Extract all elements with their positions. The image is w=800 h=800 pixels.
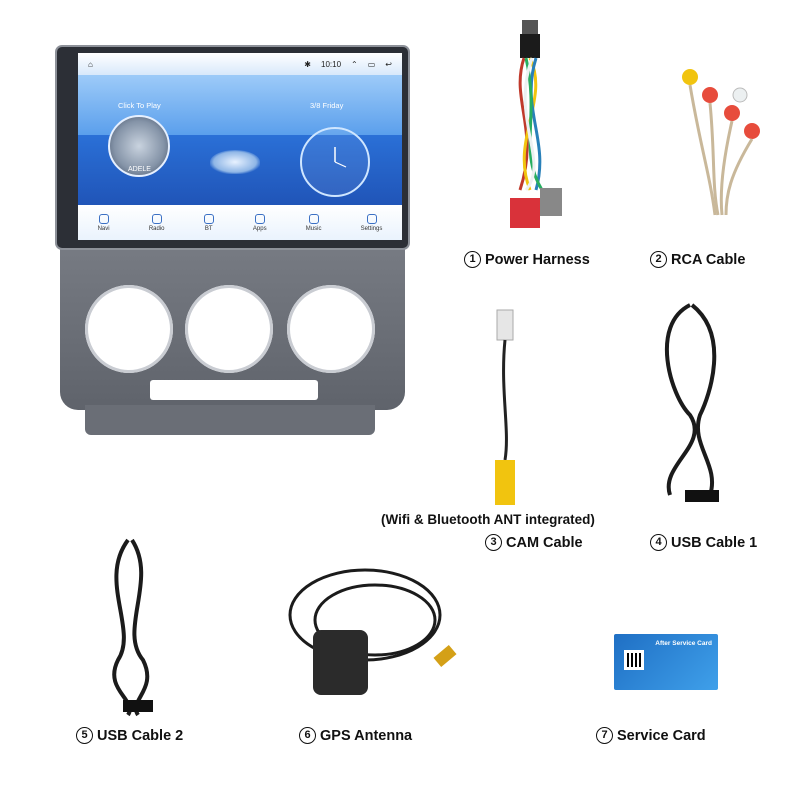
expand-icon: ⌃ <box>351 59 358 69</box>
dock-item-music: Music <box>306 213 321 232</box>
item-number: 3 <box>485 534 502 551</box>
air-vent-right <box>287 285 375 373</box>
recent-apps-icon: ▭ <box>367 59 376 69</box>
bluetooth-icon <box>203 213 214 224</box>
item-number: 1 <box>464 251 481 268</box>
air-vent-center <box>185 285 273 373</box>
caption-label: USB Cable 2 <box>97 727 184 744</box>
caption-label: CAM Cable <box>506 534 583 551</box>
clock-hands-icon <box>334 147 347 168</box>
click-to-play-label: Click To Play <box>118 101 161 110</box>
item-number: 4 <box>650 534 667 551</box>
dock-item-apps: Apps <box>253 213 267 232</box>
caption-rca-cable: 2 RCA Cable <box>650 251 745 268</box>
mount-bracket <box>85 405 375 435</box>
wifi-bt-note: (Wifi & Bluetooth ANT integrated) <box>381 512 595 527</box>
service-card-title: After Service Card <box>655 640 712 647</box>
item-number: 6 <box>299 727 316 744</box>
rca-cable-image <box>682 69 760 216</box>
status-bar: ⌂ ✱ 10:10 ⌃ ▭ ↩ <box>78 53 402 75</box>
navigation-icon <box>98 213 109 224</box>
dock-item-bt: BT <box>203 213 214 232</box>
date-label: 3/8 Friday <box>310 101 344 110</box>
bluetooth-status-icon: ✱ <box>304 59 311 69</box>
item-number: 5 <box>76 727 93 744</box>
back-icon: ↩ <box>385 59 392 69</box>
radio-icon <box>151 213 162 224</box>
caption-label: Service Card <box>617 727 706 744</box>
caption-label: Power Harness <box>485 251 590 268</box>
service-card-image: After Service Card <box>614 634 718 690</box>
status-time: 10:10 <box>321 59 342 69</box>
app-dock: Navi Radio BT Apps Music Settings <box>78 205 402 240</box>
music-note-icon <box>308 213 319 224</box>
air-vent-left <box>85 285 173 373</box>
item-number: 2 <box>650 251 667 268</box>
home-icon: ⌂ <box>88 59 93 69</box>
usb-cable-1-image <box>665 303 719 502</box>
apps-grid-icon <box>254 213 265 224</box>
caption-power-harness: 1 Power Harness <box>464 251 590 268</box>
caption-label: USB Cable 1 <box>671 534 758 551</box>
gps-antenna-image <box>288 568 457 695</box>
album-art-disc <box>108 115 170 177</box>
dock-item-navi: Navi <box>98 213 110 232</box>
caption-label: GPS Antenna <box>320 727 413 744</box>
caption-usb-cable-1: 4 USB Cable 1 <box>650 534 757 551</box>
car-graphic <box>210 150 260 174</box>
album-text: ADELE <box>128 166 151 173</box>
panel-slot <box>150 380 318 400</box>
caption-cam-cable: 3 CAM Cable <box>485 534 583 551</box>
dock-item-settings: Settings <box>361 213 382 232</box>
dock-item-radio: Radio <box>149 213 165 232</box>
caption-service-card: 7 Service Card <box>596 727 706 744</box>
caption-gps-antenna: 6 GPS Antenna <box>299 727 412 744</box>
caption-usb-cable-2: 5 USB Cable 2 <box>76 727 183 744</box>
gear-icon <box>366 213 377 224</box>
usb-cable-2-image <box>112 538 153 717</box>
power-harness-image <box>510 20 562 228</box>
qr-code-icon <box>624 650 644 670</box>
item-number: 7 <box>596 727 613 744</box>
caption-label: RCA Cable <box>671 251 746 268</box>
clock-widget <box>300 127 370 197</box>
cam-cable-image <box>495 309 515 505</box>
